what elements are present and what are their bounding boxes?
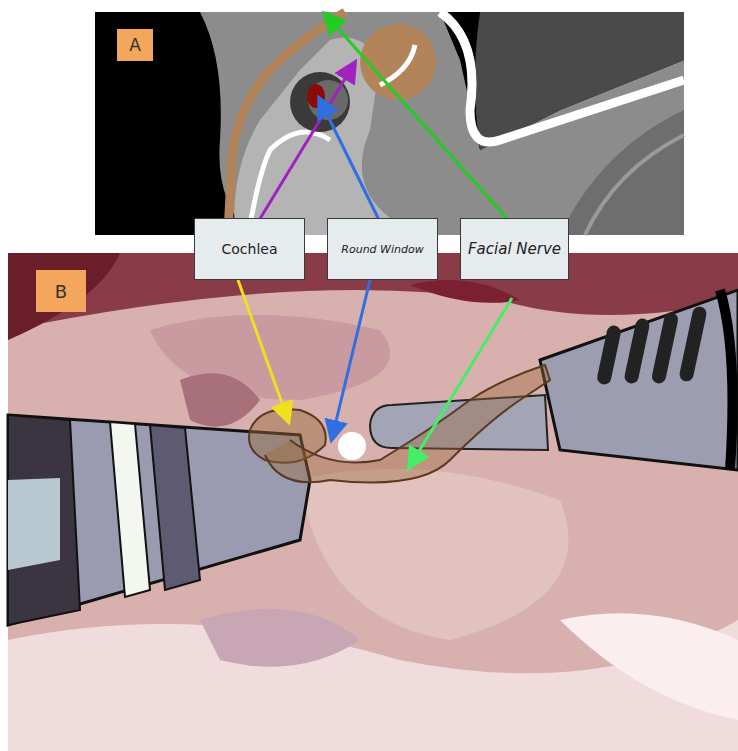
grip: [596, 324, 622, 386]
endoscope-band: [110, 422, 150, 597]
grip: [623, 317, 650, 384]
leader-line: [326, 15, 510, 222]
leader-line: [238, 280, 288, 420]
grip: [678, 305, 707, 382]
grip: [651, 311, 680, 384]
node-text: Round Window: [341, 243, 423, 256]
bone-region: [200, 12, 684, 235]
facial-nerve-overlay: [265, 365, 550, 483]
bone-edge: [440, 12, 684, 142]
instrument-edge: [720, 290, 732, 470]
node-text: Facial Nerve: [468, 240, 561, 258]
soft-tissue: [560, 110, 684, 235]
leader-line: [320, 100, 380, 222]
canal-outline: [585, 135, 684, 235]
surgical-panel: [8, 253, 738, 751]
endoscope-band: [150, 425, 200, 590]
node-text: B: [55, 281, 67, 302]
tissue: [8, 253, 120, 340]
tissue: [200, 609, 360, 667]
node-text: A: [129, 35, 141, 55]
node-text: Cochlea: [222, 241, 278, 257]
bone-edge: [250, 132, 330, 225]
cochlea-turn: [380, 45, 415, 85]
ear-canal: [180, 373, 260, 426]
panel-tag: B: [36, 270, 86, 312]
cochlea: [360, 24, 436, 100]
tissue: [560, 613, 738, 720]
instrument-handle: [540, 290, 738, 470]
leader-line: [410, 298, 512, 466]
facial-nerve: [228, 12, 345, 232]
ct-panel: [95, 12, 684, 235]
label-box: Round Window: [327, 218, 438, 280]
endoscope-sleeve: [8, 415, 80, 625]
tissue: [410, 280, 520, 303]
leader-line: [332, 280, 370, 438]
reflection: [8, 478, 60, 570]
label-box: Facial Nerve: [460, 218, 569, 280]
label-box: Cochlea: [194, 218, 305, 280]
tissue: [300, 469, 568, 640]
round-window-highlight: [338, 432, 366, 460]
panel-tag: A: [117, 29, 153, 61]
